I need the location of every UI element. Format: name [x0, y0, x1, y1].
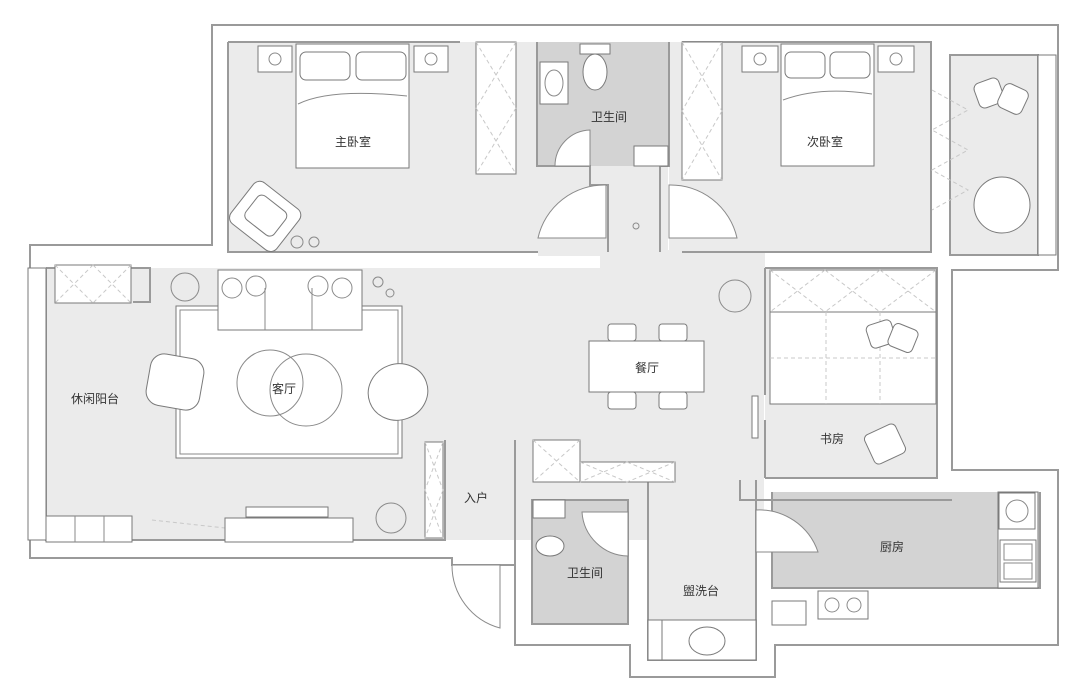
potted-plant-icon [718, 279, 752, 313]
right-balcony-furniture [930, 54, 1057, 256]
ceiling-light-icon [632, 222, 640, 230]
toilet-bottom [535, 535, 565, 557]
plant-icon [372, 276, 384, 288]
wash-cabinet [647, 619, 663, 661]
second-door[interactable] [668, 184, 738, 239]
label-washroom: 盥洗台 [683, 583, 719, 598]
label-entrance: 入户 [464, 490, 488, 505]
kitchen-furniture [771, 491, 1039, 626]
bathroom-bottom-furniture [532, 499, 629, 557]
sofa [217, 269, 363, 331]
tv-stand [224, 517, 354, 543]
wardrobe-master [475, 41, 517, 175]
bookshelf [769, 269, 937, 313]
label-second-bedroom: 次卧室 [807, 134, 843, 149]
toilet-top [582, 53, 608, 91]
outer-wall [29, 24, 1059, 678]
potted-plant-icon [375, 502, 407, 534]
balcony-seat [45, 515, 133, 543]
plant-icon [308, 236, 320, 248]
sideboard [579, 461, 676, 483]
room-labels: 主卧室 次卧室 卫生间 餐厅 客厅 休闲阳台 入户 书房 卫生间 盥洗台 厨房 [71, 110, 904, 598]
nightstand-right-2 [877, 45, 915, 73]
entry-door[interactable] [451, 564, 501, 629]
towel-rack [633, 145, 669, 167]
sliding-door[interactable] [751, 395, 759, 439]
study-furniture [751, 269, 937, 465]
coffee-table-left [236, 349, 304, 417]
nightstand-right [413, 45, 449, 73]
master-door[interactable] [537, 184, 607, 239]
armchair-right [367, 363, 429, 421]
cushion-stack [973, 77, 1029, 115]
armchair-master [229, 180, 302, 253]
sofa-cushion [331, 277, 353, 299]
bath-cabinet [532, 499, 566, 519]
shoe-cabinet [424, 441, 444, 539]
nightstand-left [257, 45, 293, 73]
bathroom-door[interactable] [581, 511, 629, 557]
leisure-balcony-furniture [27, 264, 226, 543]
washroom-furniture [647, 509, 819, 661]
armchair-left [145, 353, 205, 411]
toilet-tank-top [579, 43, 611, 55]
counter-cabinets [532, 439, 676, 483]
living-room-furniture [145, 269, 429, 543]
bathroom-top-furniture [539, 43, 669, 167]
second-bedroom-furniture [681, 41, 915, 181]
label-living-room: 客厅 [272, 381, 296, 396]
plant-icon [385, 288, 395, 298]
dining-furniture [588, 279, 752, 410]
balcony-cabinet [54, 264, 132, 304]
label-master-bedroom: 主卧室 [335, 134, 371, 149]
washroom-door[interactable] [755, 509, 819, 553]
sink-top [539, 61, 569, 105]
stove [817, 590, 869, 620]
sofa-cushion [245, 275, 267, 297]
nightstand-left-2 [741, 45, 779, 73]
hall-floor [680, 470, 740, 500]
label-kitchen: 厨房 [880, 539, 904, 554]
label-bathroom-bottom: 卫生间 [567, 566, 603, 580]
interior-walls [45, 25, 1041, 661]
entrance-area [424, 441, 501, 629]
label-leisure-balcony: 休闲阳台 [71, 391, 119, 406]
kitchen-floor [772, 492, 1040, 588]
dining-table [588, 340, 705, 393]
label-study: 书房 [820, 431, 844, 446]
sofa-cushion [307, 275, 329, 297]
kitchen-sink [999, 539, 1037, 583]
dining-floor [600, 250, 765, 272]
sofa-cushion [221, 277, 243, 299]
coffee-table-right [269, 353, 343, 427]
master-bedroom-furniture [229, 41, 517, 253]
plant-icon [290, 235, 304, 249]
potted-plant-icon [170, 272, 200, 302]
label-bathroom-top: 卫生间 [591, 110, 627, 124]
basin [688, 626, 726, 656]
wardrobe-second [681, 41, 723, 181]
pouf [973, 176, 1031, 234]
study-chair [863, 423, 907, 465]
tv-icon [245, 506, 329, 518]
washing-machine [998, 492, 1036, 530]
corridor-doors [537, 184, 738, 239]
label-dining-room: 餐厅 [635, 360, 659, 375]
